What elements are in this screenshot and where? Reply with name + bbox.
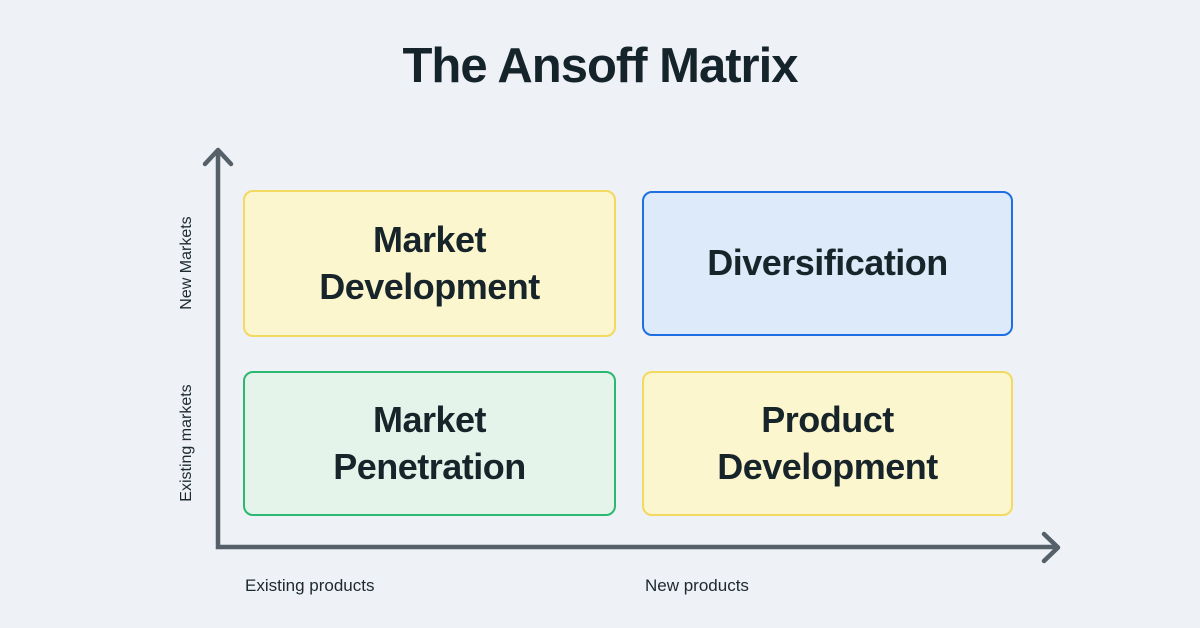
quadrant-label: Product Development (717, 399, 938, 487)
axis-lines (215, 152, 1058, 550)
quadrant-diversification: Diversification (642, 191, 1013, 336)
page-title: The Ansoff Matrix (402, 39, 799, 93)
quadrant-market-development: Market Development (243, 190, 616, 337)
quadrant-label: Market Penetration (333, 399, 526, 487)
quadrant-label: Market Development (319, 219, 540, 307)
x-axis-arrowhead-icon (1041, 531, 1061, 564)
x-axis-label-new-products: New products (645, 576, 749, 595)
y-axis-label-existing-markets: Existing markets (178, 384, 195, 502)
quadrant-label: Diversification (707, 242, 948, 284)
x-axis-label-existing-products: Existing products (245, 576, 375, 595)
y-axis-arrowhead-icon (202, 147, 234, 167)
y-axis-label-new-markets: New Markets (178, 216, 195, 310)
quadrant-market-penetration: Market Penetration (243, 371, 616, 516)
axes-group (202, 147, 1061, 564)
quadrant-product-development: Product Development (642, 371, 1013, 516)
